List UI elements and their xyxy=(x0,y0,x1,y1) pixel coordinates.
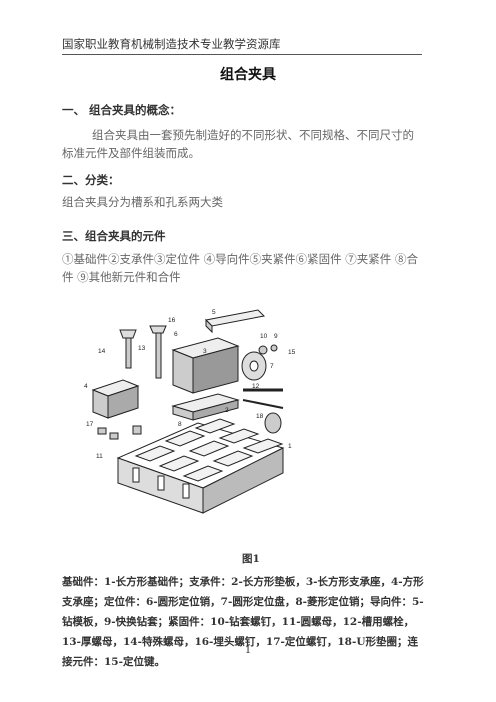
section-3-body: ①基础件②支承件③定位件 ④导向件⑤夹紧件⑥紧固件 ⑦夹紧件 ⑧合件 ⑨其他新元… xyxy=(62,252,418,284)
callout-4: 4 xyxy=(84,383,88,390)
callout-9: 9 xyxy=(274,333,278,340)
page-header: 国家职业教育机械制造技术专业教学资源库 xyxy=(62,37,281,51)
callout-15: 15 xyxy=(288,349,296,356)
callout-10: 10 xyxy=(260,333,268,340)
callout-6: 6 xyxy=(174,331,178,338)
section-1-heading: 一、 组合夹具的概念： xyxy=(62,103,182,117)
callout-18: 18 xyxy=(256,413,264,420)
callout-17: 17 xyxy=(86,421,94,428)
page-number: 1 xyxy=(244,645,252,656)
modular-fixture-figure: 1 2 3 4 5 6 7 8 9 10 11 12 13 14 15 16 1… xyxy=(84,309,296,514)
callout-13: 13 xyxy=(138,345,146,352)
section-2-body: 组合夹具分为槽系和孔系两大类 xyxy=(62,195,223,209)
figure-legend: 基础件：1-长方形基础件；支承件：2-长方形垫板，3-长方形支承座，4-方形支承… xyxy=(62,576,424,668)
callout-14: 14 xyxy=(98,348,106,355)
callout-5: 5 xyxy=(212,309,216,316)
header-rule xyxy=(62,54,422,55)
callout-12: 12 xyxy=(252,383,260,390)
callout-1: 1 xyxy=(288,443,292,450)
section-2-heading: 二、分类： xyxy=(62,173,120,187)
callout-11: 11 xyxy=(96,453,103,460)
callout-7: 7 xyxy=(270,363,274,370)
page-title: 组合夹具 xyxy=(220,67,276,83)
section-3-heading: 三、组合夹具的元件 xyxy=(62,229,166,243)
callout-2: 2 xyxy=(225,407,229,414)
callout-8: 8 xyxy=(178,421,182,428)
callout-3: 3 xyxy=(203,348,207,355)
callout-16: 16 xyxy=(168,317,176,324)
figure-caption: 图1 xyxy=(242,553,260,565)
section-1-body: 组合夹具由一套预先制造好的不同形状、不同规格、不同尺寸的标准元件及部件组装而成。 xyxy=(62,128,414,160)
